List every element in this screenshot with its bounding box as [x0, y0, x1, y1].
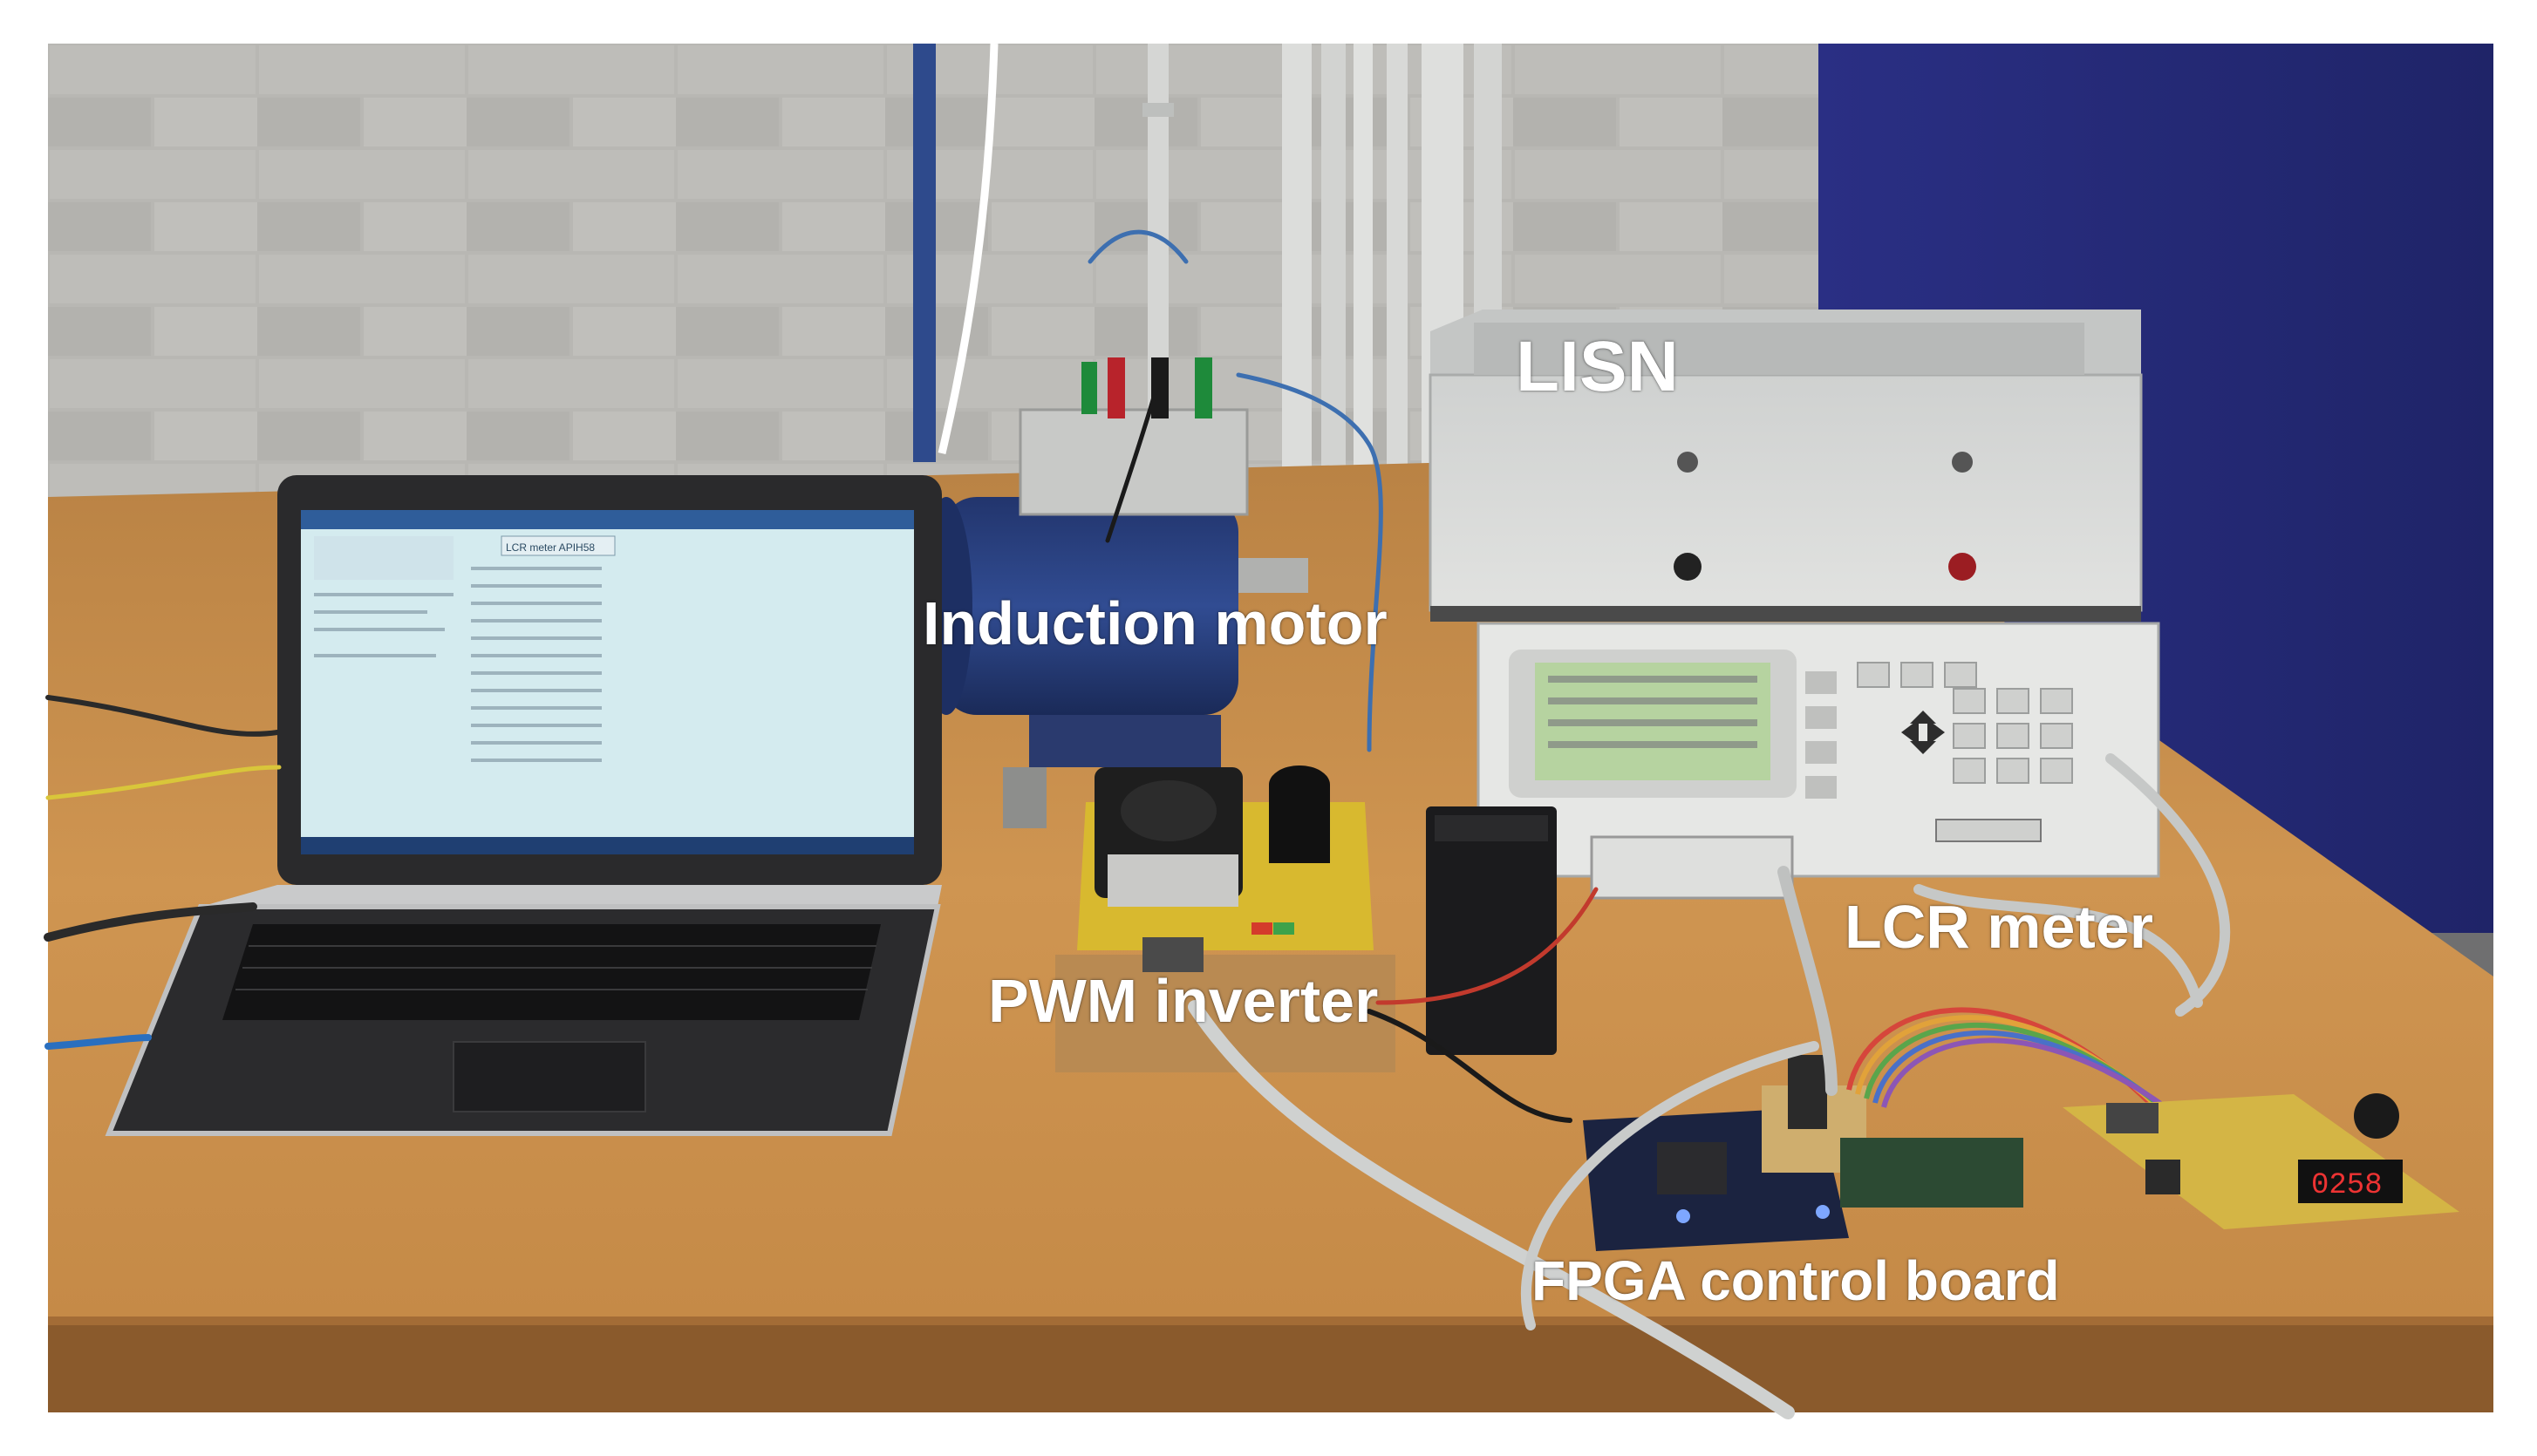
- label-induction-motor: Induction motor: [923, 589, 1388, 657]
- ribbon-cable: [1846, 1007, 2191, 1127]
- cables: [44, 229, 2231, 1419]
- battery: [1426, 806, 1557, 1055]
- lcr-meter-instrument: [1477, 622, 2160, 878]
- label-lcr-meter: LCR meter: [1845, 893, 2153, 961]
- label-pwm-inverter: PWM inverter: [988, 967, 1379, 1035]
- display-board: 0258: [2063, 1093, 2459, 1229]
- test-fixture: [1590, 835, 1794, 900]
- lisn-box: [1429, 310, 2143, 622]
- pwm-inverter-board: [1055, 765, 1395, 1072]
- fpga-board: [1583, 1055, 2023, 1251]
- label-lisn: LISN: [1516, 327, 1679, 406]
- wall-pipes: [913, 43, 1502, 532]
- svg-text:0258: 0258: [2311, 1169, 2383, 1202]
- induction-motor: [920, 357, 1308, 828]
- laptop-tab-label: LCR meter APIH58: [506, 541, 595, 554]
- label-fpga-control-board: FPGA control board: [1531, 1249, 2060, 1312]
- laptop: LCR meter APIH58: [105, 475, 942, 1136]
